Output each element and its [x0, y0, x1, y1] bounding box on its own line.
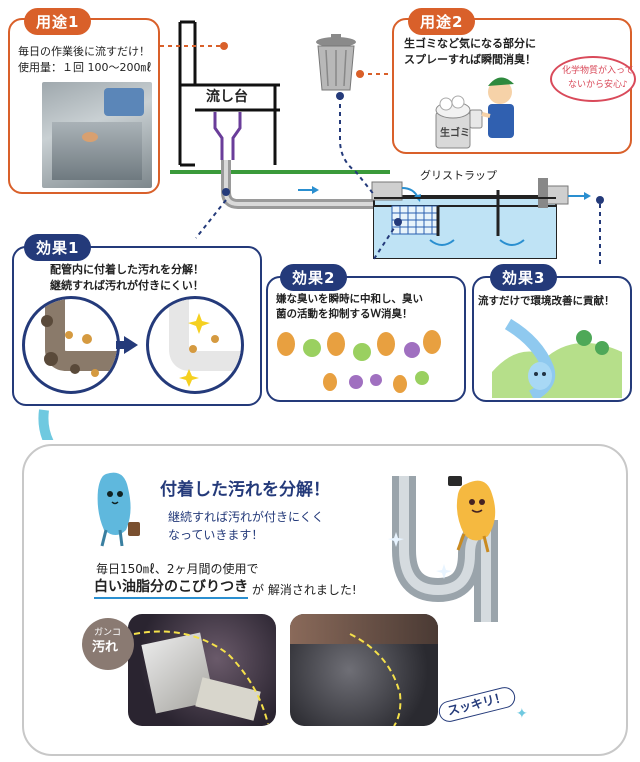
drain-pipe [221, 160, 378, 209]
connector-dot [222, 188, 230, 196]
use1-tag: 用途1 [24, 8, 92, 35]
bubble-line2: ないから安心♪ [568, 80, 628, 90]
bacteria-illustration [277, 330, 441, 393]
connector-dot [356, 70, 364, 78]
effect1-line1: 配管内に付着した汚れを分解！ [50, 263, 204, 276]
connector-dot [596, 196, 604, 204]
bubble-line1: 化学物質が入って [562, 66, 634, 76]
mascot-blue-icon [97, 472, 140, 547]
bottom-result: が 解消されました! [252, 583, 357, 597]
effect1-tag: 効果1 [24, 234, 92, 261]
connector-dot [220, 42, 228, 50]
before-photo [128, 614, 276, 726]
badge-line2: 汚れ [92, 640, 119, 655]
effect3-tag: 効果3 [490, 264, 558, 291]
trap-basket [391, 205, 439, 235]
use1-line2: 使用量：１回 100〜200㎖ [18, 61, 152, 74]
landscape-illustration [492, 318, 622, 398]
bin-label: 生ゴミ [440, 128, 470, 139]
bottom-highlight: 白い油脂分のこびりつき [94, 580, 249, 599]
mascot-yellow-icon [448, 476, 496, 553]
effect2-tag: 効果2 [280, 264, 348, 291]
bottom-sub2: なっていきます！ [168, 528, 264, 542]
speech-bubble [550, 56, 636, 102]
sparkle-icon: ✦ [516, 706, 528, 722]
bottom-headline: 付着した汚れを分解！ [160, 480, 330, 500]
use1-photo [42, 82, 152, 188]
use1-line1: 毎日の作業後に流すだけ！ [18, 45, 150, 58]
grease-trap-label: グリストラップ [420, 169, 497, 182]
effect3-line1: 流すだけで環境改善に貢献！ [478, 295, 615, 307]
effect2-line1: 嫌な臭いを瞬時に中和し、臭い [276, 293, 423, 305]
stubborn-dirt-badge [82, 618, 134, 670]
spray-worker-illustration [435, 77, 514, 149]
dirty-pipe-circle [22, 296, 120, 394]
connector-dot [336, 92, 344, 100]
clean-pipe-circle [146, 296, 244, 394]
use2-line1: 生ゴミなど気になる部分に [404, 37, 536, 50]
sink-label: 流し台 [206, 89, 248, 105]
drainage-diagram [38, 20, 601, 440]
bottom-usage: 毎日150㎖、2ヶ月間の使用で [96, 562, 259, 576]
after-photo [290, 614, 438, 726]
use2-tag: 用途2 [408, 8, 476, 35]
sink-drain [213, 112, 242, 160]
use2-line2: スプレーすれば瞬間消臭！ [404, 53, 536, 66]
effect1-line2: 継続すれば汚れが付きにくい！ [50, 279, 204, 292]
curved-arrow [38, 409, 54, 440]
trash-can-icon [316, 34, 356, 91]
arrow-right-icon [124, 336, 138, 354]
badge-line1: ガンコ [94, 628, 122, 638]
effect2-line2: 菌の活動を抑制するＷ消臭！ [276, 308, 413, 320]
connector-dot [394, 218, 402, 226]
bottom-sub1: 継続すれば汚れが付きにくく [168, 510, 324, 524]
